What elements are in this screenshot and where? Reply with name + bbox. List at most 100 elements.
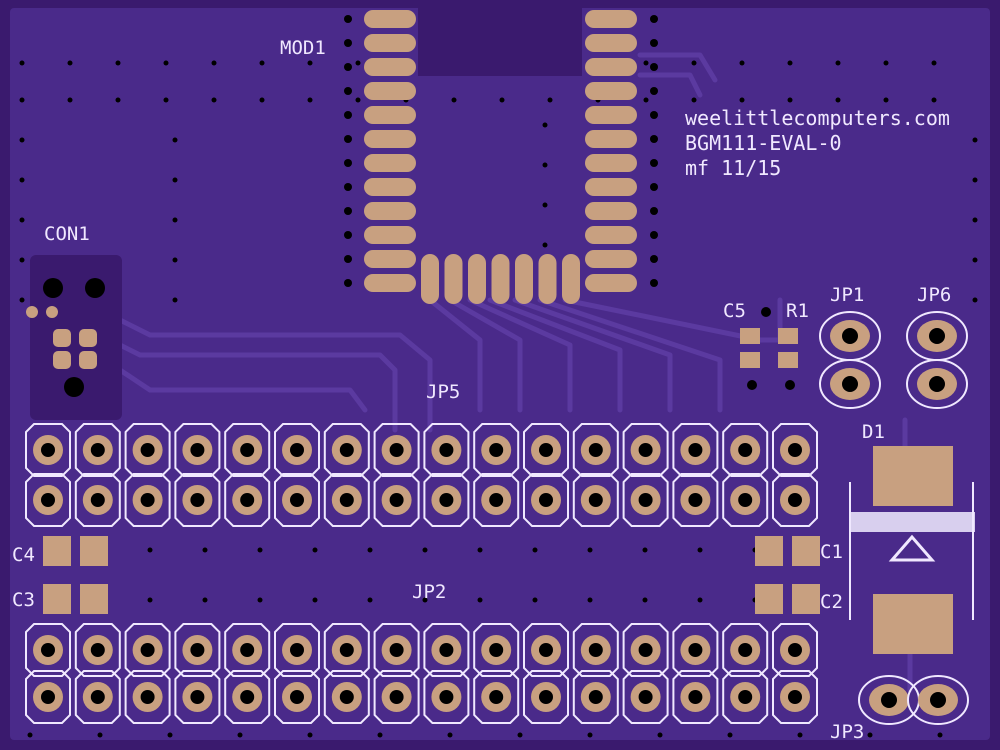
label-c4: C4 — [12, 544, 35, 566]
jp5-pin-drill — [688, 443, 703, 457]
via — [211, 60, 217, 66]
via — [115, 60, 121, 66]
via — [542, 162, 548, 168]
jp2-header — [25, 623, 818, 724]
jp2-pin-outline — [473, 670, 520, 724]
jp2-pin-outline — [473, 623, 520, 677]
jp5-pin-drill — [638, 443, 653, 457]
jp2-pin-drill — [788, 643, 802, 657]
silk-url: weelittlecomputers.com — [685, 106, 950, 130]
jp6-drill — [929, 328, 945, 344]
jp5-pin-outline — [572, 473, 619, 527]
silk-revision: mf 11/15 — [685, 156, 781, 180]
via — [972, 177, 978, 183]
jp2-pin-drill — [588, 643, 603, 657]
via — [797, 732, 803, 738]
jp5-pin-outline — [772, 423, 818, 477]
via — [19, 60, 25, 66]
mod1-body — [418, 8, 582, 76]
mod1-via-right — [650, 231, 658, 239]
jp2-pin-drill — [290, 690, 304, 704]
jp5-pin-outline — [224, 423, 271, 477]
mod1-via-left — [344, 183, 352, 191]
via — [259, 97, 265, 103]
via — [532, 597, 538, 603]
label-r1: R1 — [786, 300, 809, 322]
mod1-via-left — [344, 279, 352, 287]
d1-pad-top — [873, 446, 953, 506]
mod1-via-left — [344, 111, 352, 119]
jp5-pin-outline — [323, 473, 370, 527]
jp5-pin-outline — [274, 423, 320, 477]
jp2-pin-outline — [722, 623, 769, 677]
jp5-pin-outline — [672, 423, 719, 477]
copper-pour — [10, 8, 990, 740]
via — [19, 297, 25, 303]
mod1-via-left — [344, 87, 352, 95]
jp6-outline — [906, 359, 968, 409]
jp2-pin-drill — [738, 690, 753, 704]
via — [202, 597, 208, 603]
via — [172, 257, 178, 263]
via — [19, 217, 25, 223]
via — [727, 732, 733, 738]
c5-pad — [740, 352, 760, 368]
mod1-via-left — [344, 15, 352, 23]
jp5-pin-drill — [588, 443, 603, 457]
jp5-pin-drill — [140, 443, 155, 457]
jp5-pin-drill — [290, 493, 304, 507]
jp5-pin-outline — [423, 473, 470, 527]
jp5-pin-outline — [722, 473, 769, 527]
jp5-pin-drill — [489, 493, 504, 507]
c3-pad — [43, 584, 71, 614]
r1-pad — [778, 328, 798, 344]
jp5-pin-drill — [339, 443, 354, 457]
con1-pad — [79, 351, 97, 369]
mod1-pad-right — [585, 58, 637, 76]
jp2-pin-drill — [41, 643, 55, 657]
mod1-via-right — [650, 279, 658, 287]
via — [787, 97, 793, 103]
via — [147, 597, 153, 603]
mod1-pad-right — [585, 82, 637, 100]
mod1-pad-bottom — [538, 254, 557, 304]
jp2-pin-outline — [25, 623, 71, 677]
via — [172, 217, 178, 223]
c3-pad — [80, 584, 108, 614]
mod1-via-right — [650, 15, 658, 23]
via — [787, 60, 793, 66]
con1-pad — [26, 306, 38, 318]
mod1-via-right — [650, 39, 658, 47]
mod1-via-right — [650, 111, 658, 119]
smd-via — [747, 380, 757, 390]
via — [115, 97, 121, 103]
mod1-via-right — [650, 183, 658, 191]
via — [27, 732, 33, 738]
via — [642, 547, 648, 553]
jp5-pin-outline — [323, 423, 370, 477]
trace — [637, 52, 718, 83]
via — [211, 97, 217, 103]
jp2-pin-outline — [323, 670, 370, 724]
con1-hole — [64, 377, 84, 397]
jp2-pin-drill — [290, 643, 304, 657]
mod1-via-right — [650, 159, 658, 167]
via — [167, 732, 173, 738]
mod1-footprint — [344, 8, 658, 304]
via — [642, 597, 648, 603]
via — [307, 97, 313, 103]
via — [259, 60, 265, 66]
mod1-pad-right — [585, 226, 637, 244]
jp5-pin-drill — [788, 493, 802, 507]
jp5-pin-outline — [25, 473, 71, 527]
mod1-via-right — [650, 87, 658, 95]
mod1-pad-bottom — [491, 254, 510, 304]
via — [739, 97, 745, 103]
via — [972, 137, 978, 143]
jp2-pin-outline — [772, 670, 818, 724]
trace — [427, 297, 483, 413]
jp5-pin-drill — [489, 443, 504, 457]
mod1-pad-left — [364, 274, 416, 292]
jp2-pin-drill — [140, 690, 155, 704]
via — [499, 97, 505, 103]
